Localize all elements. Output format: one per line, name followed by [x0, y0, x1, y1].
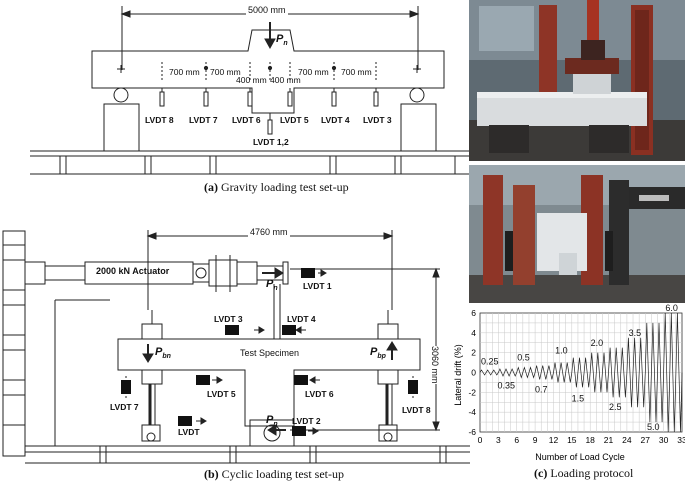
y-tick-label: 0 [471, 368, 476, 378]
actuator-label: 2000 kN Actuator [96, 266, 170, 276]
caption-a-text: Gravity loading test set-up [221, 180, 349, 194]
x-tick-label: 9 [533, 435, 538, 445]
cyclic-lvdt-5-label: LVDT 5 [207, 389, 236, 399]
cyclic-lvdt-6-label: LVDT 6 [305, 389, 334, 399]
column-load-pbn-subscript: bn [162, 353, 171, 361]
spacing-label-3: 400 mm [236, 75, 267, 85]
x-tick-label: 6 [514, 435, 519, 445]
column-load-pbn-symbol: P [155, 346, 163, 358]
dimension-4760-label: 4760 mm [248, 227, 290, 237]
x-tick-label: 27 [641, 435, 651, 445]
drift-level-label: 1.5 [572, 393, 585, 403]
lateral-load-label: Pn [266, 278, 278, 292]
caption-b: (b) Cyclic loading test set-up [204, 467, 344, 482]
cyclic-lvdt-4-label: LVDT 4 [287, 314, 316, 324]
x-tick-label: 15 [567, 435, 577, 445]
x-tick-label: 21 [604, 435, 614, 445]
x-tick-label: 30 [659, 435, 669, 445]
column-load-pbn-label: Pbn [155, 346, 171, 360]
caption-a: (a) Gravity loading test set-up [204, 180, 349, 195]
y-tick-label: -6 [468, 427, 476, 437]
cyclic-lvdt-1-label: LVDT 1 [303, 281, 332, 291]
caption-a-letter: (a) [204, 180, 218, 194]
gravity-test-photo [469, 0, 685, 161]
cyclic-lvdt-2-label: LVDT 2 [292, 416, 321, 426]
spacing-label-5: 700 mm [298, 67, 329, 77]
drift-level-label: 1.0 [555, 346, 568, 356]
gravity-lvdt-8-label: LVDT 8 [145, 115, 174, 125]
x-tick-label: 0 [478, 435, 483, 445]
column-load-pbp-subscript: bp [377, 353, 386, 361]
chart-series [479, 312, 683, 433]
gravity-lvdt-7-label: LVDT 7 [189, 115, 218, 125]
cyclic-lvdt-7-label: LVDT 7 [110, 402, 139, 412]
cyclic-lvdt-3-label: LVDT 3 [214, 314, 243, 324]
drift-level-label: 6.0 [665, 303, 678, 313]
drift-level-label: 3.5 [629, 328, 642, 338]
gravity-lvdt-6-label: LVDT 6 [232, 115, 261, 125]
gravity-lvdt-3-label: LVDT 3 [363, 115, 392, 125]
drift-level-label: 0.5 [517, 353, 530, 363]
caption-c-letter: (c) [534, 466, 548, 480]
caption-c-text: Loading protocol [550, 466, 634, 480]
drift-level-label: 2.0 [591, 338, 604, 348]
dimension-5000-label: 5000 mm [246, 5, 288, 15]
x-tick-label: 12 [549, 435, 559, 445]
drift-level-label: 0.35 [498, 380, 516, 390]
stub-load-symbol: P [266, 414, 274, 426]
spacing-label-1: 700 mm [169, 67, 200, 77]
column-load-pbp-label: Pbp [370, 346, 386, 360]
caption-b-letter: (b) [204, 467, 219, 481]
gravity-load-subscript: n [283, 40, 288, 48]
spacing-label-4: 400 mm [270, 75, 301, 85]
x-tick-label: 24 [622, 435, 632, 445]
x-tick-label: 33 [677, 435, 685, 445]
drift-level-label: 2.5 [609, 402, 622, 412]
gravity-lvdt-4-label: LVDT 4 [321, 115, 350, 125]
chart-annotations: 0.25 0.35 0.5 0.7 1.0 1.5 2.0 2.5 3.5 5.0 6.0 [481, 303, 678, 432]
cyclic-test-photo [469, 165, 685, 303]
lateral-load-symbol: P [266, 278, 274, 290]
drift-level-label: 0.25 [481, 357, 499, 367]
drift-level-label: 5.0 [647, 422, 660, 432]
x-tick-label: 3 [496, 435, 501, 445]
lateral-load-subscript: n [273, 285, 278, 293]
drift-history-line [479, 312, 683, 433]
spacing-label-6: 700 mm [341, 67, 372, 77]
cyclic-lvdt-8-label: LVDT 8 [402, 405, 431, 415]
gravity-lvdt-12-label: LVDT 1,2 [253, 137, 289, 147]
y-tick-label: -4 [468, 407, 476, 417]
specimen-label: Test Specimen [240, 348, 300, 358]
chart-x-axis-label: Number of Load Cycle [535, 452, 625, 462]
column-load-pbp-symbol: P [370, 346, 378, 358]
gravity-load-label: Pn [276, 33, 288, 47]
y-tick-label: 2 [471, 348, 476, 358]
chart-y-axis-label: Lateral drift (%) [453, 344, 463, 406]
stub-load-subscript: n [273, 421, 278, 429]
x-tick-label: 18 [585, 435, 595, 445]
spacing-label-2: 700 mm [210, 67, 241, 77]
cyclic-lvdt-label: LVDT [178, 427, 200, 437]
stub-load-label: Pn [266, 414, 278, 428]
caption-c: (c) Loading protocol [534, 466, 633, 481]
gravity-load-symbol: P [276, 33, 284, 45]
gravity-lvdt-5-label: LVDT 5 [280, 115, 309, 125]
y-tick-label: -2 [468, 387, 476, 397]
y-tick-label: 4 [471, 328, 476, 338]
drift-level-label: 0.7 [535, 384, 548, 394]
y-tick-label: 6 [471, 308, 476, 318]
caption-b-text: Cyclic loading test set-up [221, 467, 344, 481]
